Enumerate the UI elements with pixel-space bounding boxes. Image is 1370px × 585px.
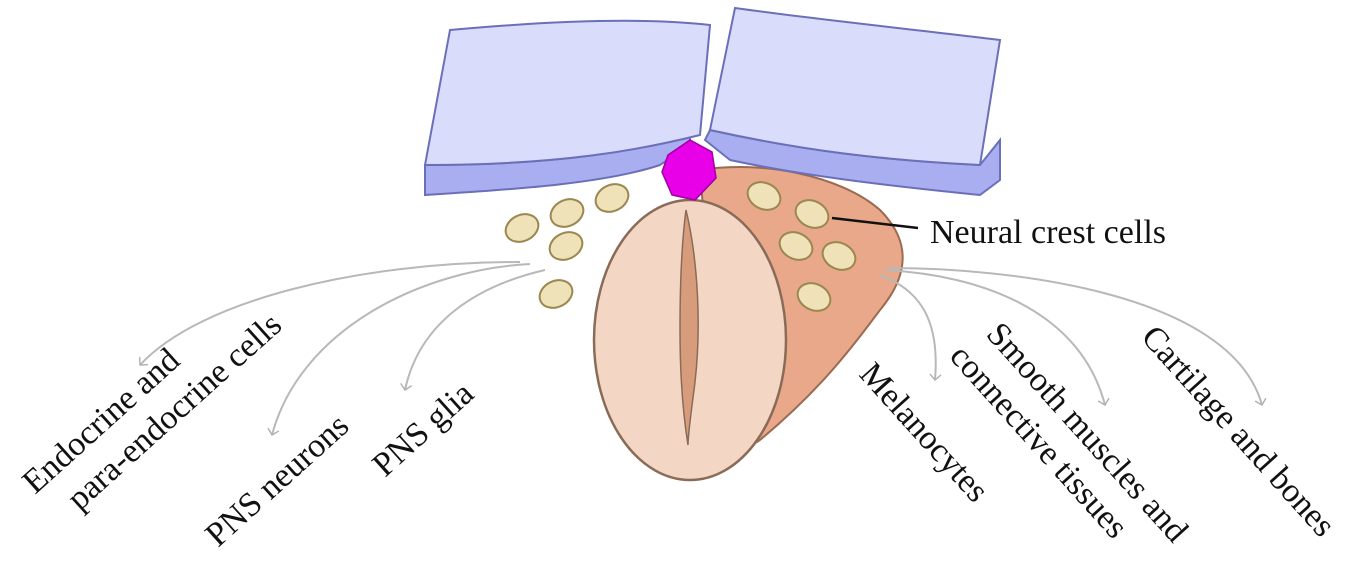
crest-cell xyxy=(545,227,587,265)
arrow-pns-glia xyxy=(405,270,545,390)
pns-glia-label: PNS glia xyxy=(366,375,481,484)
neural-plate-left-top xyxy=(425,21,710,165)
arrow-endocrine xyxy=(140,262,520,365)
arrow-pns-neurons xyxy=(272,264,530,435)
neural-crest-label: Neural crest cells xyxy=(930,214,1166,251)
crest-cell xyxy=(501,209,543,247)
crest-cell xyxy=(546,194,588,232)
crest-cell xyxy=(535,275,577,313)
pns-neurons-label: PNS neurons xyxy=(199,407,356,554)
crest-cell xyxy=(591,179,633,217)
